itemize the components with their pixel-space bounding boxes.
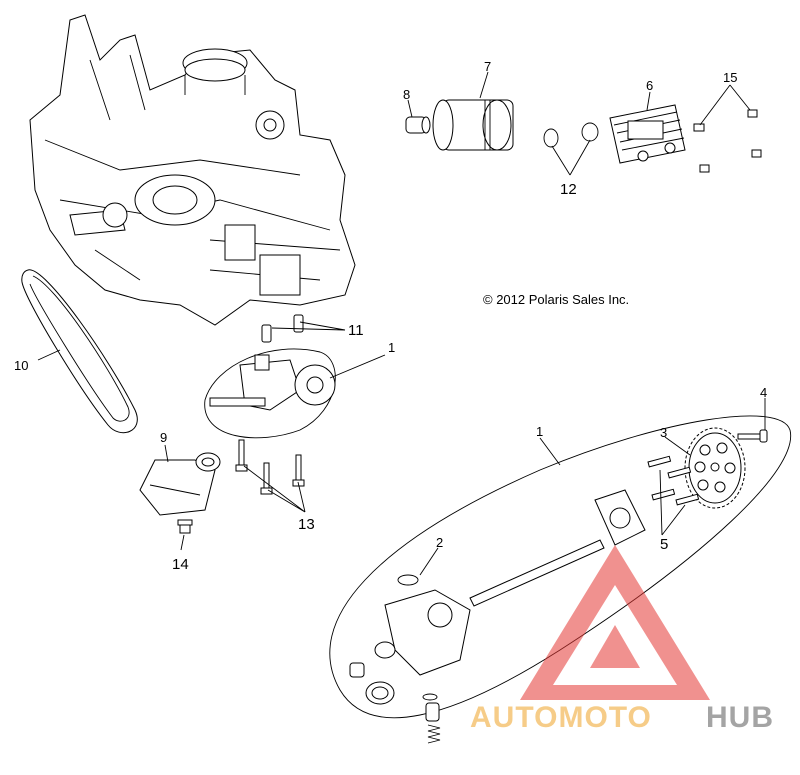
o-rings-12: [543, 122, 599, 148]
callout-13: 13: [298, 516, 315, 533]
callout-3: 3: [660, 425, 667, 440]
callout-11: 11: [348, 322, 364, 339]
watermark: [520, 545, 710, 700]
callout-10: 10: [14, 358, 28, 373]
watermark-triangle: [520, 545, 710, 700]
copyright-text: © 2012 Polaris Sales Inc.: [483, 292, 629, 307]
callout-12: 12: [560, 181, 577, 198]
oil-pump-assembly: [204, 348, 336, 439]
sprocket: [684, 427, 768, 509]
oil-pump-exploded: [329, 415, 792, 744]
callout-1-bottom: 1: [536, 424, 543, 439]
callout-8: 8: [403, 87, 410, 102]
leader-lines: [37, 71, 766, 576]
callout-14: 14: [172, 556, 189, 573]
fitting-14: [177, 519, 193, 534]
callout-6: 6: [646, 78, 653, 93]
dowel-pins: [261, 314, 304, 343]
callout-9: 9: [160, 430, 167, 445]
engine-crankcase: [29, 14, 356, 326]
oil-filter: [405, 99, 514, 151]
callout-7: 7: [484, 59, 491, 74]
callout-5: 5: [660, 536, 668, 553]
callout-4: 4: [760, 385, 767, 400]
callout-1-top: 1: [388, 340, 395, 355]
watermark-text-automoto: AUTOMOTO: [470, 701, 652, 734]
watermark-text-hub: HUB: [706, 701, 774, 734]
oil-cooler: [609, 104, 686, 164]
oil-pickup: [139, 452, 221, 516]
callout-15: 15: [723, 70, 737, 85]
drive-belt: [21, 269, 138, 434]
bolts-5: [647, 455, 700, 506]
bolts-15: [693, 109, 762, 173]
callout-2: 2: [436, 535, 443, 550]
